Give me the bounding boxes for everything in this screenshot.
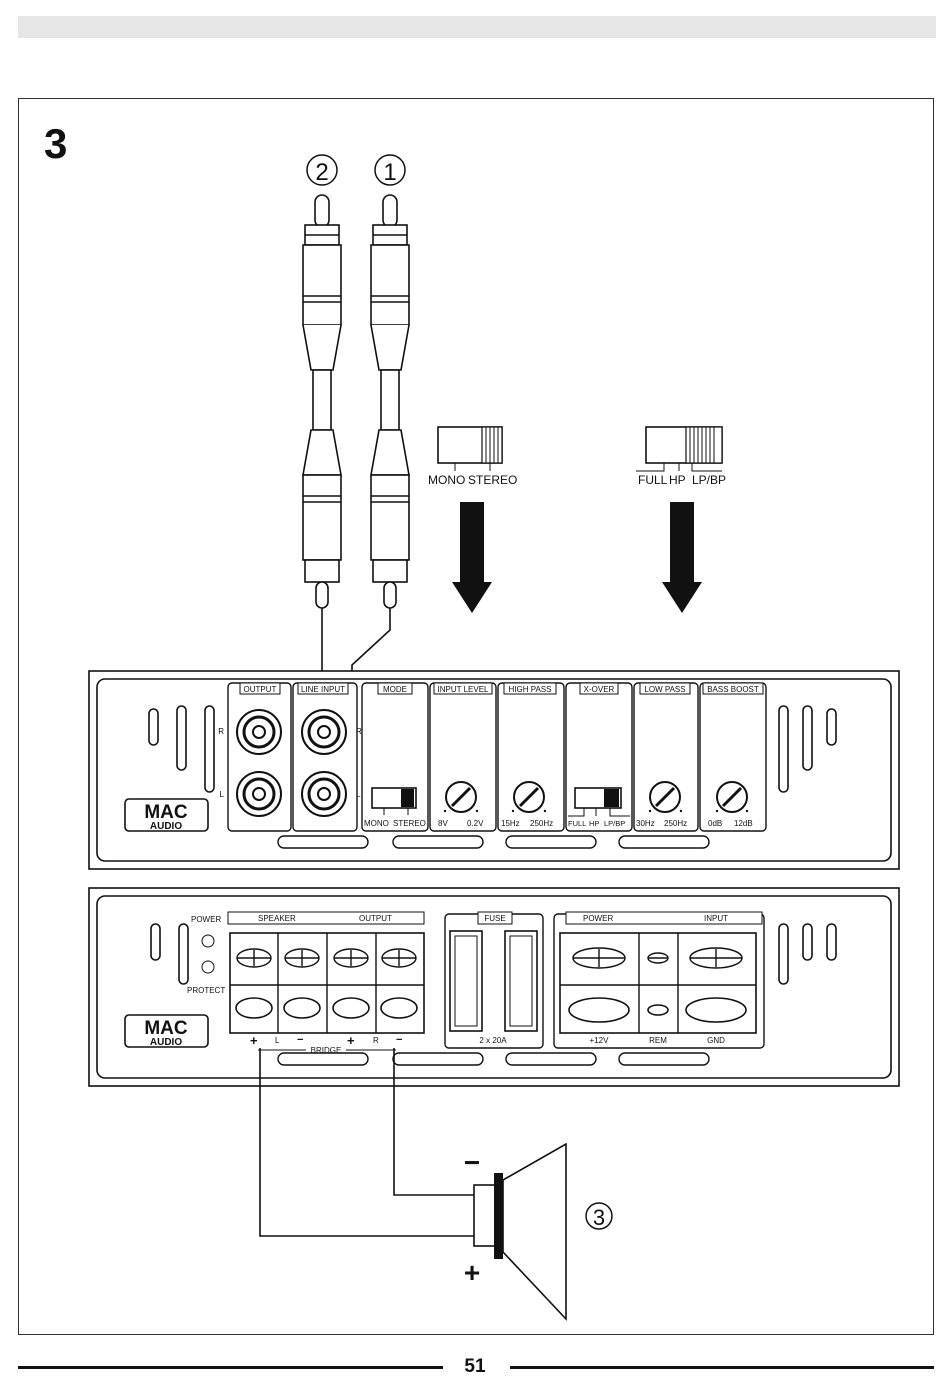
svg-text:X-OVER: X-OVER: [584, 685, 615, 694]
svg-text:1: 1: [383, 159, 396, 186]
mac-audio-logo: MAC AUDIO: [125, 799, 208, 832]
svg-text:−: −: [396, 1034, 402, 1046]
svg-text:250Hz: 250Hz: [664, 819, 687, 828]
arrow-down-icon: [662, 502, 702, 613]
svg-text:R: R: [218, 727, 224, 736]
svg-text:BASS BOOST: BASS BOOST: [707, 685, 759, 694]
svg-text:15Hz: 15Hz: [501, 819, 520, 828]
power-led-icon: [202, 935, 214, 947]
svg-text:AUDIO: AUDIO: [150, 1037, 182, 1048]
svg-text:BRIDGE: BRIDGE: [311, 1046, 342, 1055]
svg-text:LP/BP: LP/BP: [604, 819, 625, 828]
power-input-section: POWER INPUT +12V REM GND: [554, 912, 764, 1048]
xover-switch-hp-label: HP: [669, 473, 686, 487]
knob-icon: [446, 782, 476, 812]
protect-led-icon: [202, 961, 214, 973]
svg-text:8V: 8V: [438, 819, 448, 828]
svg-text:MONO: MONO: [364, 819, 389, 828]
xover-switch-illustration: FULL HP LP/BP: [636, 427, 726, 487]
xover-switch-full-label: FULL: [638, 473, 668, 487]
mode-switch-illustration: MONO STEREO: [428, 427, 517, 487]
svg-text:0.2V: 0.2V: [467, 819, 484, 828]
rca-cable-right: [371, 195, 409, 608]
svg-text:−: −: [297, 1034, 303, 1046]
svg-text:OUTPUT: OUTPUT: [244, 685, 277, 694]
xover-switch-lpbp-label: LP/BP: [692, 473, 726, 487]
mac-audio-logo: MAC AUDIO: [125, 1015, 208, 1048]
page-number: 51: [455, 1356, 495, 1378]
knob-icon: [717, 782, 747, 812]
power-led-label: POWER: [191, 915, 221, 924]
svg-text:HP: HP: [589, 819, 599, 828]
callout-3: 3: [586, 1203, 612, 1230]
svg-text:+: +: [347, 1033, 355, 1048]
svg-text:LOW PASS: LOW PASS: [644, 685, 685, 694]
svg-text:INPUT: INPUT: [704, 914, 728, 923]
svg-text:R: R: [356, 727, 362, 736]
svg-text:POWER: POWER: [583, 914, 613, 923]
callout-2: 2: [307, 155, 337, 186]
svg-text:30Hz: 30Hz: [636, 819, 655, 828]
protect-led-label: PROTECT: [187, 986, 225, 995]
svg-text:HIGH PASS: HIGH PASS: [509, 685, 552, 694]
knob-icon: [514, 782, 544, 812]
callout-1: 1: [375, 155, 405, 186]
svg-text:FULL: FULL: [568, 819, 586, 828]
svg-text:L: L: [220, 790, 225, 799]
svg-text:+12V: +12V: [590, 1036, 610, 1045]
amp-top-panel: MAC AUDIO OUTPUT R L LINE INPUT R L: [89, 671, 899, 869]
svg-text:250Hz: 250Hz: [530, 819, 553, 828]
mode-switch-stereo-label: STEREO: [468, 473, 517, 487]
mode-switch-mono-label: MONO: [428, 473, 465, 487]
svg-text:3: 3: [593, 1205, 605, 1230]
footer-rule-right: [510, 1366, 934, 1369]
svg-text:0dB: 0dB: [708, 819, 722, 828]
arrow-down-icon: [452, 502, 492, 613]
svg-text:STEREO: STEREO: [393, 819, 426, 828]
rca-cable-left: [303, 195, 341, 608]
svg-text:+: +: [250, 1033, 258, 1048]
amp-bottom-panel: POWER PROTECT MAC AUDIO SPEAKER OUTPUT: [89, 888, 899, 1086]
knob-icon: [650, 782, 680, 812]
svg-text:L: L: [275, 1036, 280, 1045]
svg-text:MAC: MAC: [144, 802, 188, 823]
svg-text:2 x 20A: 2 x 20A: [479, 1036, 507, 1045]
svg-text:INPUT LEVEL: INPUT LEVEL: [438, 685, 490, 694]
svg-text:MODE: MODE: [383, 685, 407, 694]
svg-text:AUDIO: AUDIO: [150, 821, 182, 832]
svg-text:OUTPUT: OUTPUT: [359, 914, 392, 923]
svg-text:12dB: 12dB: [734, 819, 753, 828]
svg-text:FUSE: FUSE: [484, 914, 505, 923]
svg-text:REM: REM: [649, 1036, 667, 1045]
svg-text:SPEAKER: SPEAKER: [258, 914, 296, 923]
svg-text:L: L: [356, 790, 361, 799]
svg-text:MAC: MAC: [144, 1018, 188, 1039]
svg-text:LINE INPUT: LINE INPUT: [301, 685, 345, 694]
speaker-output-terminals: SPEAKER OUTPUT + L − + R −: [228, 912, 424, 1055]
svg-text:2: 2: [315, 159, 328, 186]
speaker-icon: [474, 1144, 566, 1319]
speaker-plus-label: +: [464, 1257, 480, 1288]
speaker-minus-label: −: [464, 1147, 480, 1178]
svg-text:GND: GND: [707, 1036, 725, 1045]
footer-rule-left: [18, 1366, 443, 1369]
svg-text:R: R: [373, 1036, 379, 1045]
